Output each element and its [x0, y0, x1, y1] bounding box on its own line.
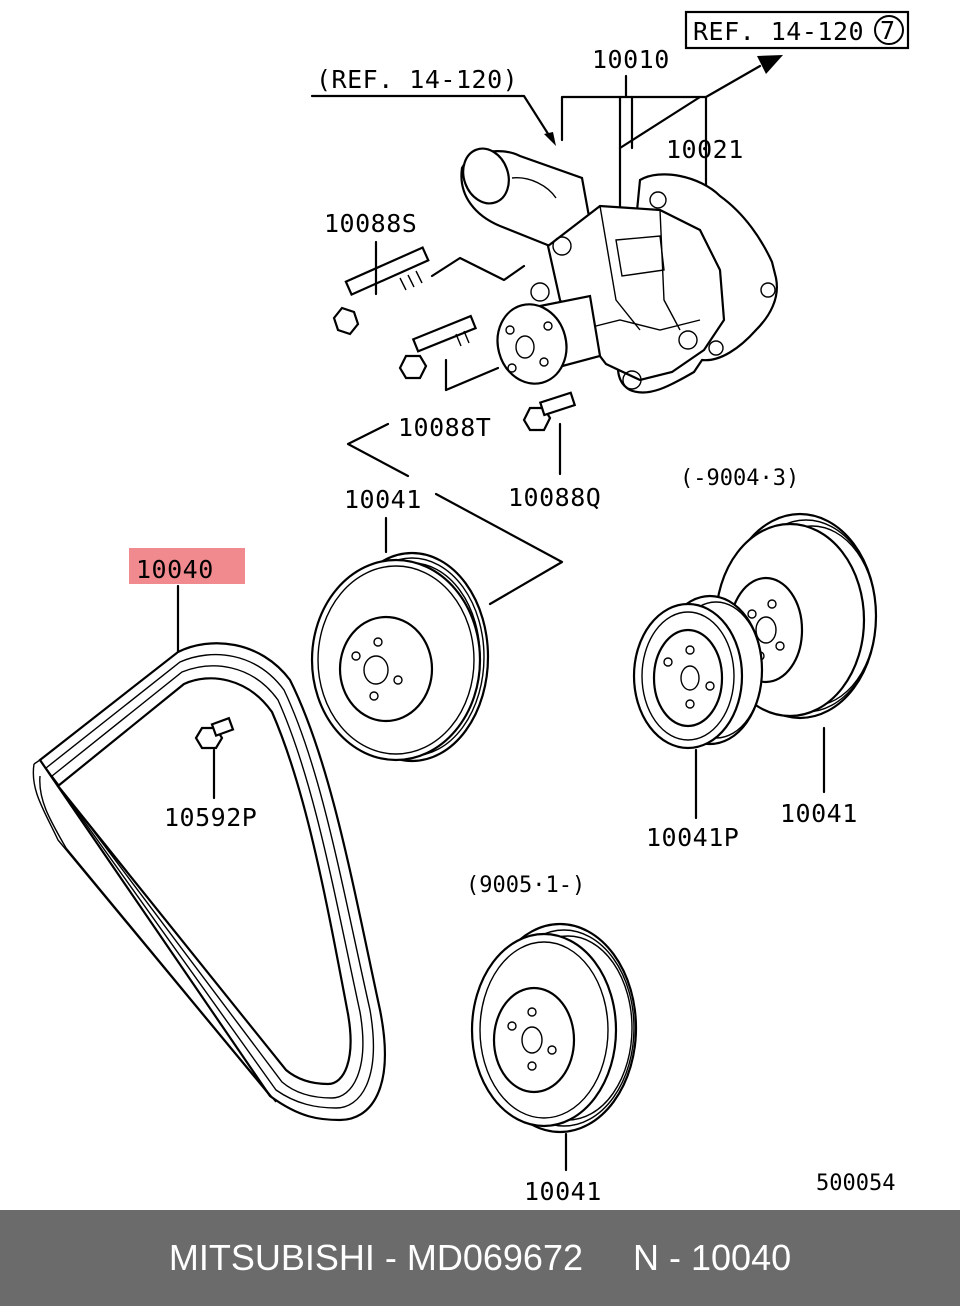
label-range-late[interactable]: (9005·1-) [466, 873, 585, 898]
pulley-bottom[interactable] [470, 922, 638, 1134]
ref-circle [874, 15, 904, 45]
ref-box-label: REF. 14-120 [693, 17, 864, 46]
water-pump[interactable] [456, 142, 778, 394]
label-10088q[interactable]: 10088Q [508, 483, 601, 512]
parts-diagram: REF. 14-120 7 (REF. 14-120) 10010 10021 [32, 10, 910, 1206]
label-10088t[interactable]: 10088T [398, 413, 491, 442]
bolt-10088s[interactable] [332, 246, 430, 336]
bolt-10088t[interactable] [398, 314, 478, 380]
ref-paren-leader [310, 94, 554, 142]
leader-10088t-bracket [346, 422, 410, 478]
footer-part-info: MITSUBISHI - MD069672 N - 10040 [168, 1237, 792, 1278]
label-belt[interactable]: 10040 [136, 555, 214, 584]
leader-10088s-pump [430, 256, 526, 282]
leader-pulley-top-b [434, 492, 564, 606]
label-pulley-bottom[interactable]: 10041 [524, 1177, 602, 1206]
label-10088s[interactable]: 10088S [324, 209, 417, 238]
label-10592p[interactable]: 10592P [164, 803, 257, 832]
bolt-10592p[interactable] [194, 716, 235, 750]
footer-banner: MITSUBISHI - MD069672 N - 10040 [0, 1210, 960, 1306]
diagram-number: 500054 [816, 1171, 895, 1196]
label-pulley-right-p[interactable]: 10041P [646, 823, 739, 852]
label-10010[interactable]: 10010 [592, 45, 670, 74]
belt-10040[interactable] [32, 642, 386, 1122]
ref-paren-label[interactable]: (REF. 14-120) [316, 65, 518, 94]
ref-box[interactable] [684, 10, 910, 50]
ref-arrow-head [757, 55, 783, 74]
pulley-right-small[interactable] [632, 594, 764, 750]
label-10021[interactable]: 10021 [666, 135, 744, 164]
label-range-early[interactable]: (-9004·3) [680, 466, 799, 491]
pulley-top[interactable] [310, 551, 490, 763]
label-pulley-top[interactable]: 10041 [344, 485, 422, 514]
leader-10010 [560, 95, 708, 190]
ref-circle-number: 7 [880, 16, 896, 45]
label-pulley-right[interactable]: 10041 [780, 799, 858, 828]
bolt-10088q[interactable] [522, 391, 577, 432]
leader-10088t-pump [444, 366, 500, 392]
belt-highlight [129, 548, 245, 584]
ref-paren-arrow [544, 132, 556, 146]
leader-10010-e [618, 95, 702, 150]
ref-arrow-line [704, 64, 762, 99]
